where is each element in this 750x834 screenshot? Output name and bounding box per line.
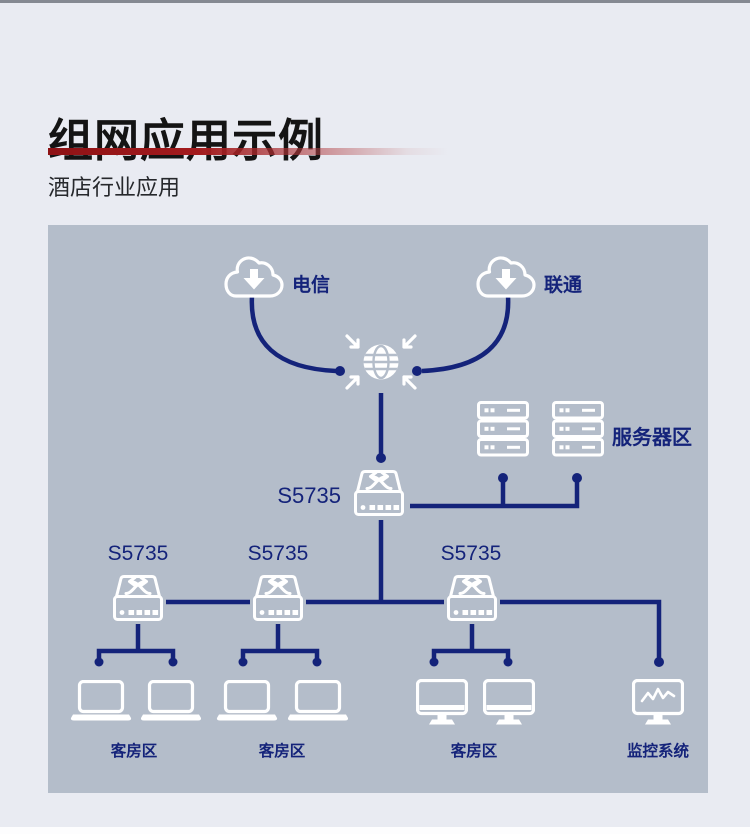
access-switch-label: S5735 <box>247 542 309 565</box>
connection-dot <box>238 657 248 667</box>
zone-label: 客房区 <box>110 743 158 760</box>
switch-icon <box>354 470 404 516</box>
zone-label: 客房区 <box>450 743 498 760</box>
link-bus-3 <box>500 599 662 659</box>
monitor-icon <box>416 679 468 725</box>
connection-dot <box>312 657 322 667</box>
access-switch-label: S5735 <box>107 542 169 565</box>
connection-dot <box>429 657 439 667</box>
core-switch-label: S5735 <box>277 483 341 508</box>
switch-icon <box>447 575 497 621</box>
connection-dot <box>94 657 104 667</box>
drop-group3 <box>431 624 511 658</box>
server-stack-icon <box>477 401 529 457</box>
page-title: 组网应用示例 <box>48 115 325 167</box>
link-cloud-right <box>421 295 511 374</box>
connection-dot <box>572 473 582 483</box>
drop-group1 <box>96 624 176 658</box>
connection-dot <box>503 657 513 667</box>
laptop-icon <box>287 680 349 721</box>
network-diagram-panel: 电信 联通 S5735 <box>48 225 708 793</box>
internet-globe-icon <box>345 334 417 390</box>
section-subtitle: 酒店行业应用 <box>48 175 181 200</box>
switch-icon <box>253 575 303 621</box>
isp-left-label: 电信 <box>292 275 331 296</box>
connection-dot <box>335 366 345 376</box>
monitoring-system-label: 监控系统 <box>626 743 689 760</box>
cloud-download-icon <box>224 256 284 298</box>
server-stack-icon <box>552 401 604 457</box>
isp-right-label: 联通 <box>544 275 583 296</box>
top-edge-strip <box>0 0 750 3</box>
cloud-download-icon <box>476 256 536 298</box>
laptop-icon <box>70 680 132 721</box>
laptop-icon <box>216 680 278 721</box>
connector-lines-svg <box>94 295 664 667</box>
monitor-icon <box>483 679 535 725</box>
connection-dot <box>654 657 664 667</box>
monitor-waveform-icon <box>632 679 684 725</box>
connection-dot <box>376 453 386 463</box>
access-switch-label: S5735 <box>440 542 502 565</box>
link-core-servers <box>410 482 580 509</box>
drop-group2 <box>240 624 320 658</box>
switch-icon <box>113 575 163 621</box>
title-underline-bar <box>48 148 448 155</box>
connection-dot <box>498 473 508 483</box>
connection-dot <box>412 366 422 376</box>
connection-dot <box>168 657 178 667</box>
server-area-label: 服务器区 <box>612 427 692 449</box>
bottom-edge-strip <box>0 827 750 834</box>
link-cloud-left <box>249 295 337 374</box>
laptop-icon <box>140 680 202 721</box>
zone-label: 客房区 <box>258 743 306 760</box>
